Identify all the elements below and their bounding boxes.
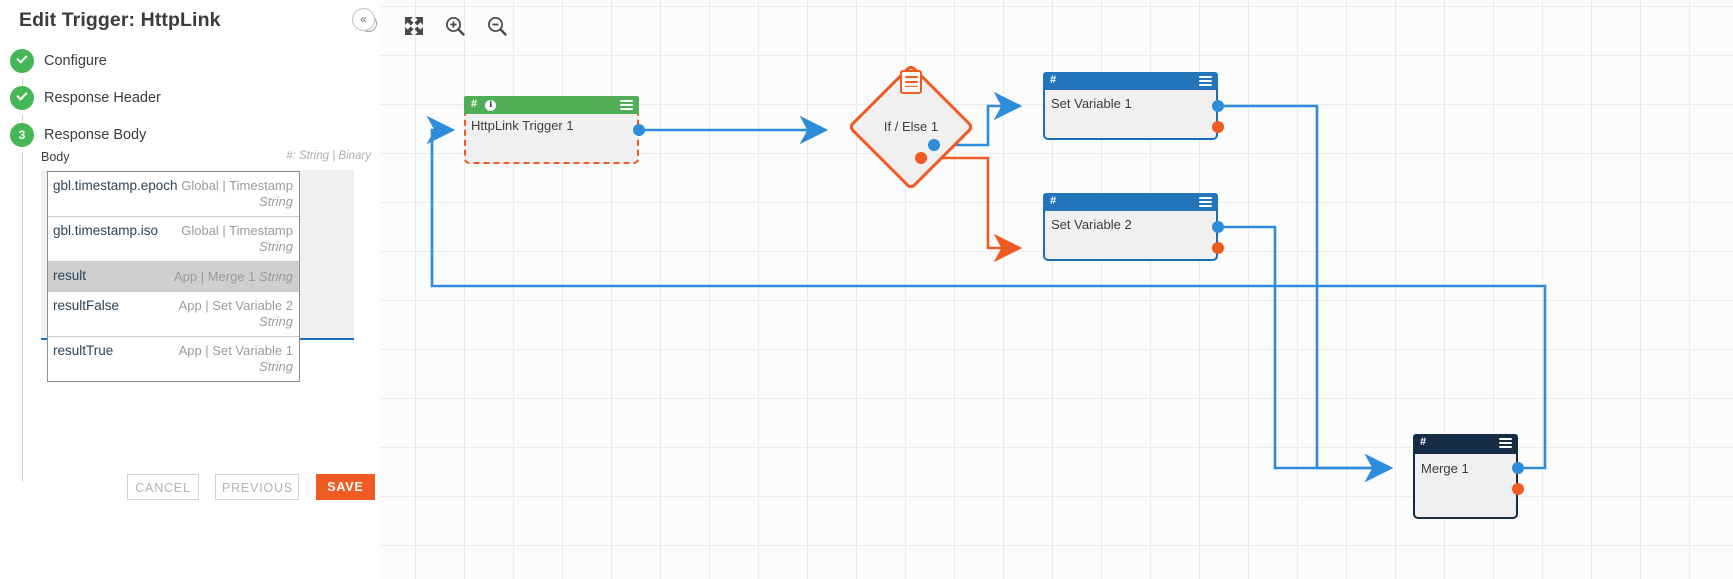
hamburger-menu-icon[interactable] xyxy=(1499,438,1512,448)
response-body-form: Body #: String | Binary # xyxy=(41,150,371,340)
info-icon[interactable] xyxy=(485,99,496,111)
variable-source: App | Set Variable 1 xyxy=(178,343,293,358)
canvas-toolbar xyxy=(402,14,522,42)
step-label: Configure xyxy=(44,53,107,69)
node-hash-label: # xyxy=(1050,195,1057,207)
node-set-variable-2[interactable]: # Set Variable 2 xyxy=(1043,193,1224,261)
variable-meta: Global | Timestamp String xyxy=(53,223,293,255)
output-port-orange[interactable] xyxy=(1212,242,1224,254)
variable-name: resultTrue xyxy=(53,343,114,358)
output-port-blue[interactable] xyxy=(1212,100,1224,112)
output-port-true[interactable] xyxy=(928,139,940,151)
autocomplete-dropdown[interactable]: gbl.timestamp.epoch Global | Timestamp S… xyxy=(47,171,300,382)
variable-meta: App | Set Variable 2 String xyxy=(53,298,293,330)
body-field-header: Body #: String | Binary xyxy=(41,150,371,170)
zoom-in-icon[interactable] xyxy=(443,14,471,42)
node-header: # xyxy=(464,96,639,114)
node-httplink-trigger[interactable]: # HttpLink Trigger 1 xyxy=(464,96,645,164)
variable-type: String xyxy=(259,194,293,209)
node-hash-label: # xyxy=(1420,436,1427,448)
variable-type: String xyxy=(259,314,293,329)
fit-to-screen-icon[interactable] xyxy=(402,14,430,42)
zoom-out-icon[interactable] xyxy=(485,14,513,42)
node-hash-label: # xyxy=(471,98,478,110)
node-set-variable-1[interactable]: # Set Variable 1 xyxy=(1043,72,1224,140)
node-label: If / Else 1 xyxy=(883,119,939,134)
node-header: # xyxy=(1043,193,1218,211)
node-label: Merge 1 xyxy=(1421,461,1469,476)
variable-type: String xyxy=(259,359,293,374)
node-label: HttpLink Trigger 1 xyxy=(471,118,574,133)
step-label: Response Header xyxy=(44,90,161,106)
step-response-body[interactable]: 3 Response Body xyxy=(10,119,390,482)
edge-setvar2-to-merge xyxy=(1224,225,1394,483)
flow-canvas[interactable]: # HttpLink Trigger 1 If / Else 1 # Set V… xyxy=(380,0,1733,579)
body-field-label: Body xyxy=(41,150,70,164)
variable-meta: App | Merge 1 String xyxy=(53,268,293,285)
variable-meta: App | Set Variable 1 String xyxy=(53,343,293,375)
hamburger-menu-icon[interactable] xyxy=(620,100,633,110)
node-if-else[interactable]: If / Else 1 xyxy=(847,63,975,191)
check-icon xyxy=(10,49,34,73)
stepper-rail xyxy=(21,152,23,482)
hamburger-menu-icon[interactable] xyxy=(1199,76,1212,86)
stepper-rail xyxy=(21,115,23,128)
form-actions: CANCEL PREVIOUS SAVE xyxy=(127,474,375,500)
check-icon xyxy=(10,86,34,110)
output-port-orange[interactable] xyxy=(1512,483,1524,495)
output-port-blue[interactable] xyxy=(1212,221,1224,233)
step-response-header[interactable]: Response Header xyxy=(10,82,390,128)
list-item[interactable]: result App | Merge 1 String xyxy=(48,262,299,292)
node-hash-label: # xyxy=(1050,74,1057,86)
variable-type: String xyxy=(259,239,293,254)
hamburger-menu-icon[interactable] xyxy=(900,70,922,94)
cancel-button[interactable]: CANCEL xyxy=(127,474,199,500)
variable-type: String xyxy=(259,269,293,284)
variable-name: gbl.timestamp.epoch xyxy=(53,178,178,193)
step-number-badge: 3 xyxy=(10,123,34,147)
edge-merge-to-trigger xyxy=(426,115,1547,470)
node-label: Set Variable 1 xyxy=(1051,96,1132,111)
variable-source: Global | Timestamp xyxy=(181,178,293,193)
flow-edges xyxy=(426,91,1547,483)
variable-source: App | Merge 1 xyxy=(173,269,256,284)
node-header: # xyxy=(1413,434,1518,454)
variable-name: gbl.timestamp.iso xyxy=(53,223,159,238)
step-label: Response Body xyxy=(44,127,147,143)
body-field-hint: #: String | Binary xyxy=(286,150,371,162)
save-button[interactable]: SAVE xyxy=(315,474,375,500)
list-item[interactable]: resultFalse App | Set Variable 2 String xyxy=(48,292,299,337)
output-port-blue[interactable] xyxy=(1512,462,1524,474)
list-item[interactable]: resultTrue App | Set Variable 1 String xyxy=(48,337,299,381)
edit-trigger-panel: Edit Trigger: HttpLink ? Configure Respo… xyxy=(0,0,402,579)
edge-ifelse-true-to-setvar1 xyxy=(938,91,1023,147)
edge-ifelse-false-to-setvar2 xyxy=(925,156,1023,263)
output-port-false[interactable] xyxy=(915,152,927,164)
list-item[interactable]: gbl.timestamp.epoch Global | Timestamp S… xyxy=(48,172,299,217)
node-label: Set Variable 2 xyxy=(1051,217,1132,232)
stepper-rail xyxy=(21,78,23,91)
variable-meta: Global | Timestamp String xyxy=(53,178,293,210)
step-configure[interactable]: Configure xyxy=(10,45,390,91)
wizard-stepper: Configure Response Header 3 Response Bod… xyxy=(10,45,390,482)
node-header: # xyxy=(1043,72,1218,90)
output-port-orange[interactable] xyxy=(1212,121,1224,133)
variable-name: result xyxy=(53,268,87,283)
output-port-blue[interactable] xyxy=(633,124,645,136)
node-merge-1[interactable]: # Merge 1 xyxy=(1413,434,1524,519)
page-title: Edit Trigger: HttpLink xyxy=(19,9,221,31)
collapse-panel-button[interactable]: « xyxy=(352,8,375,31)
variable-name: resultFalse xyxy=(53,298,120,313)
variable-source: Global | Timestamp xyxy=(181,223,293,238)
list-item[interactable]: gbl.timestamp.iso Global | Timestamp Str… xyxy=(48,217,299,262)
hamburger-menu-icon[interactable] xyxy=(1199,197,1212,207)
variable-source: App | Set Variable 2 xyxy=(178,298,293,313)
previous-button[interactable]: PREVIOUS xyxy=(215,474,300,500)
